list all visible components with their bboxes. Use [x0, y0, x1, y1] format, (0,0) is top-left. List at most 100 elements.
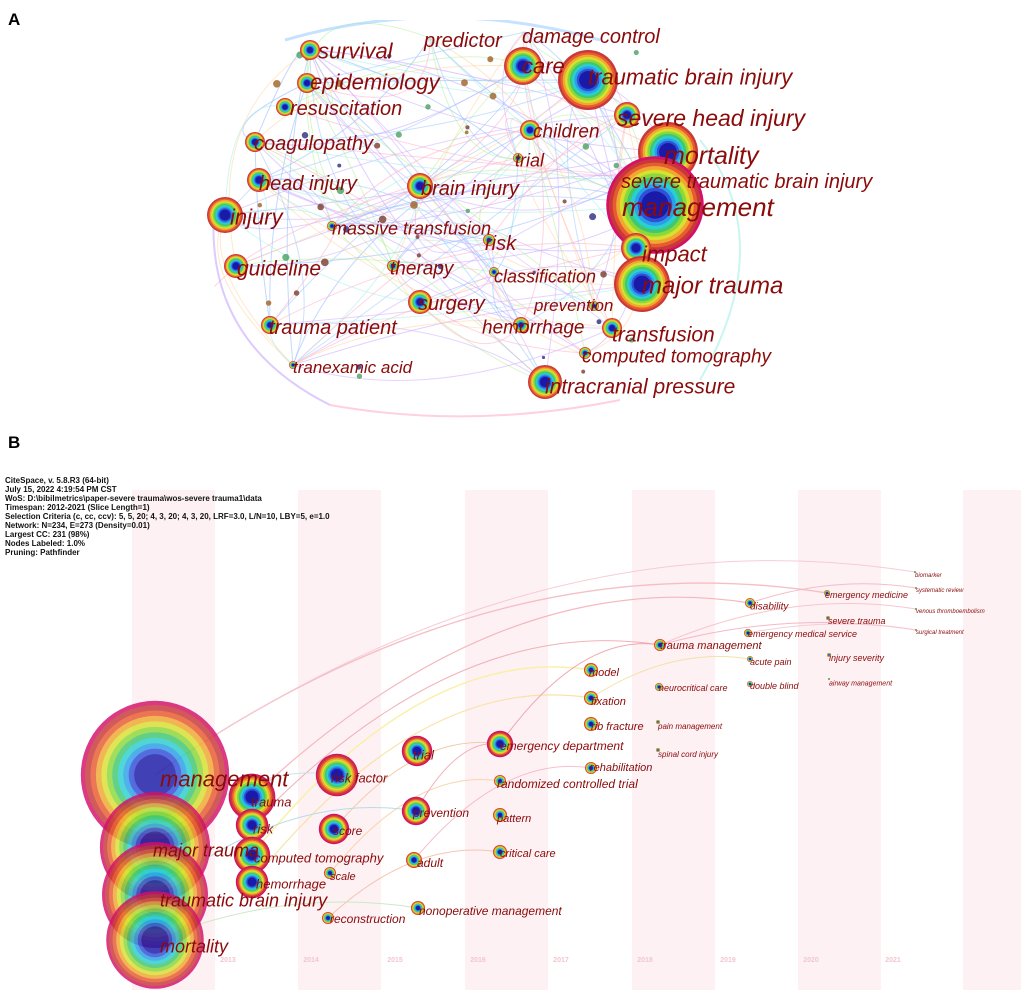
panel-a-letter: A — [8, 10, 20, 29]
a-label-massive-transfusion: massive transfusion — [332, 218, 491, 238]
year-stripe — [632, 490, 715, 990]
a-label-computed-tomography: computed tomography — [582, 347, 773, 368]
b-label-adult: adult — [417, 856, 444, 870]
b-label-pattern: pattern — [496, 813, 531, 825]
a-impact-node — [621, 233, 651, 263]
b-label-major-trauma: major trauma — [153, 840, 259, 860]
b-label-severe-trauma: severe trauma — [828, 616, 886, 626]
year-label-2021: 2021 — [885, 957, 901, 964]
year-stripe — [298, 490, 381, 990]
a-label-prevention: prevention — [533, 296, 613, 315]
a-guideline-node — [224, 254, 248, 278]
a-label-children: children — [533, 122, 600, 143]
info-line: WoS: D:\bibilmetrics\paper-severe trauma… — [5, 494, 262, 503]
a-care-node — [504, 47, 542, 85]
year-label-2019: 2019 — [720, 957, 736, 964]
b-label-acute-pain: acute pain — [750, 657, 792, 667]
b-label-traumatic-brain-injury: traumatic brain injury — [160, 890, 328, 910]
b-label-reconstruction: reconstruction — [330, 912, 406, 926]
b-label-prevention: prevention — [412, 806, 469, 820]
b-pattern-node — [493, 808, 507, 822]
b-label-score: score — [333, 824, 363, 838]
a-label-impact: impact — [642, 242, 708, 267]
panel-b-timezone-view: B CiteSpace, v. 5.8.R3 (64-bit) July 15,… — [5, 433, 1021, 990]
a-trial-node — [513, 153, 523, 163]
info-line: July 15, 2022 4:19:54 PM CST — [5, 485, 117, 494]
b-label-trauma-management: trauma management — [660, 640, 762, 652]
b-mortality-node — [106, 891, 204, 989]
a-label-trial: trial — [515, 150, 545, 170]
b-emergency-medicine-node — [824, 590, 830, 596]
b-airway-management-node — [828, 678, 830, 680]
b-adult-node — [406, 852, 422, 868]
b-label-disability: disability — [750, 602, 789, 613]
b-critical-care-node — [493, 845, 507, 859]
b-label-scale: scale — [330, 871, 356, 883]
b-emergency-department-node — [486, 730, 514, 758]
a-risk-node — [483, 234, 495, 246]
b-trial-node — [401, 735, 433, 767]
panel-b-labels: management major trauma traumatic brain in… — [153, 573, 985, 956]
b-label-systematic-review: systematic review — [916, 588, 964, 594]
a-label-severe-head-injury: severe head injury — [617, 105, 806, 131]
b-nonoperative-management-node — [411, 901, 425, 915]
b-randomized-controlled-trial-node — [494, 775, 506, 787]
b-computed-tomography-node — [233, 836, 271, 874]
b-fixation-node — [584, 691, 598, 705]
b-label-model: model — [589, 667, 620, 679]
year-stripe — [798, 490, 881, 990]
b-label-trauma: trauma — [251, 795, 291, 810]
a-coagulopathy-node — [245, 132, 265, 152]
b-label-double-blind: double blind — [750, 681, 800, 691]
b-label-surgical-treatment: surgical treatment — [916, 630, 964, 636]
a-tranexamic-acid-node — [289, 361, 297, 369]
a-label-brain-injury: brain injury — [421, 178, 520, 200]
a-label-management: management — [622, 192, 776, 222]
a-label-intracranial-pressure: intracranial pressure — [545, 375, 735, 398]
b-reconstruction-node — [322, 912, 334, 924]
year-label-2017: 2017 — [553, 957, 569, 964]
a-therapy-node — [387, 260, 399, 272]
b-label-emergency-medicine: emergency medicine — [825, 590, 908, 600]
b-label-pain-management: pain management — [657, 722, 723, 731]
b-label-management: management — [160, 767, 289, 792]
b-neurocritical-care-node — [655, 683, 663, 691]
b-label-airway-management: airway management — [829, 680, 893, 687]
a-label-surgery: surgery — [418, 293, 486, 315]
b-label-mortality: mortality — [160, 936, 229, 956]
b-label-fixation: fixation — [591, 696, 626, 708]
info-line: Pruning: Pathfinder — [5, 548, 80, 557]
year-label-2015: 2015 — [387, 957, 403, 964]
a-label-survival: survival — [318, 39, 394, 64]
info-line: Selection Criteria (c, cc, ccv): 5, 5, 2… — [5, 512, 330, 521]
a-label-mortality: mortality — [664, 142, 760, 170]
b-risk-node — [235, 808, 269, 842]
a-computed-tomography-node — [579, 347, 591, 359]
b-spinal-cord-injury-node — [656, 748, 660, 752]
b-label-critical-care: critical care — [500, 848, 556, 860]
a-label-head-injury: head injury — [259, 173, 358, 195]
a-label-transfusion: transfusion — [612, 323, 715, 346]
b-pain-management-node — [656, 720, 660, 724]
a-injury-node — [207, 197, 243, 233]
b-rib-fracture-node — [584, 717, 598, 731]
year-label-2014: 2014 — [303, 957, 319, 964]
b-trauma-node — [228, 773, 276, 821]
a-label-guideline: guideline — [237, 257, 321, 280]
a-label-therapy: therapy — [390, 259, 455, 280]
year-label-2016: 2016 — [470, 957, 486, 964]
a-label-tranexamic-acid: tranexamic acid — [293, 358, 413, 377]
a-label-predictor: predictor — [423, 30, 503, 52]
a-trauma-patient-node — [261, 316, 279, 334]
a-major-trauma-node — [614, 256, 670, 312]
info-line: Timespan: 2012-2021 (Slice Length=1) — [5, 503, 150, 512]
year-label-2020: 2020 — [803, 957, 819, 964]
a-intracranial-pressure-node — [528, 365, 562, 399]
panel-a-edges — [212, 20, 741, 418]
panel-b-letter: B — [8, 433, 20, 452]
b-emergency-medical-service-node — [744, 629, 752, 637]
b-label-injury-severity: injury severity — [829, 653, 885, 663]
panel-b-info-block: CiteSpace, v. 5.8.R3 (64-bit) July 15, 2… — [5, 476, 330, 557]
b-label-hemorrhage: hemorrhage — [256, 877, 326, 892]
